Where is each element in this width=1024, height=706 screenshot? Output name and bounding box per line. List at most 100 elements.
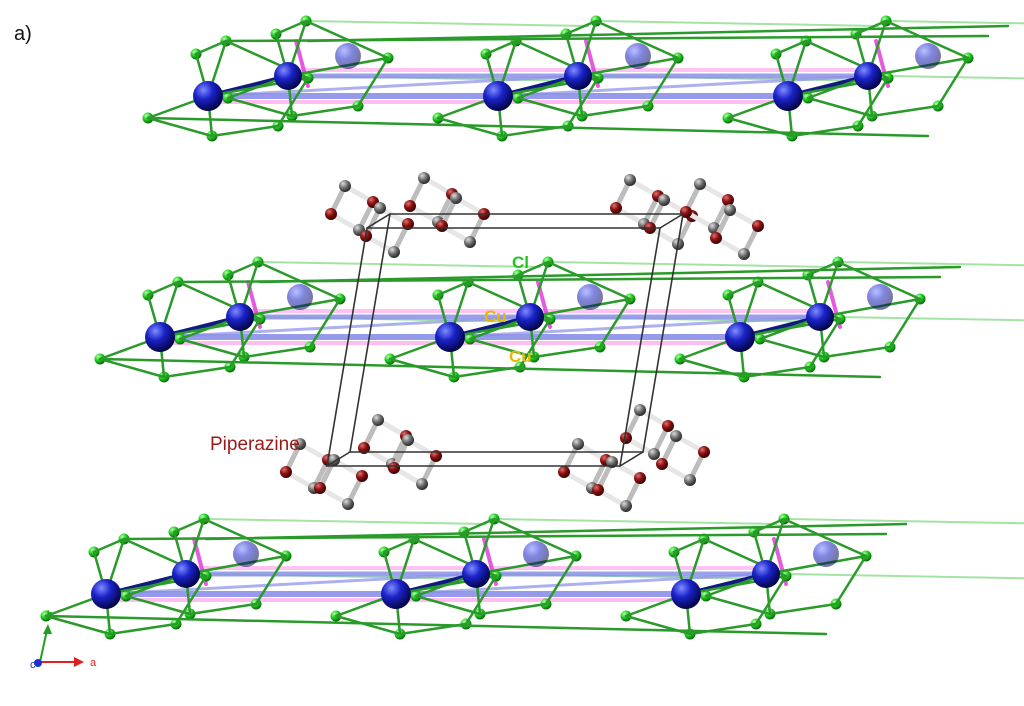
far-cl-bond (205, 518, 487, 525)
cu-cl-bond (768, 602, 838, 616)
cu-cl-bond (242, 345, 312, 359)
cl-cl-rail (146, 116, 930, 138)
cu-cl-bond (752, 517, 786, 534)
cu-atom-far (577, 284, 603, 310)
piperazine-ring-15 (592, 456, 646, 512)
c-atom (372, 414, 384, 426)
cu-cl-bond (806, 260, 840, 277)
cu-atom-far (287, 284, 313, 310)
cl-cl-rail (98, 357, 882, 379)
cu-cl-bond (286, 56, 390, 78)
cu-atom-far (813, 541, 839, 567)
cu-cl-bond (516, 96, 584, 118)
cl-cl-rail (258, 265, 962, 284)
cu-label-upper: Cu (484, 307, 507, 326)
cu-cl-bond (388, 357, 456, 379)
cu-cl-bond (818, 297, 922, 319)
cu-cl-bond (290, 104, 360, 118)
cu-atom-back (226, 303, 254, 331)
copper-atoms (145, 284, 893, 352)
far-cl-bond (597, 20, 879, 27)
cu-cl-bond (936, 56, 970, 108)
c-atom (572, 438, 584, 450)
cu-cl-bond (254, 554, 288, 606)
n-atom (680, 206, 692, 218)
copper-atoms (91, 541, 839, 609)
cu-cl-bond (334, 614, 402, 636)
cu-cl-bond (726, 280, 760, 297)
cu-cl-bond (44, 614, 112, 636)
cu-atom-front (483, 81, 513, 111)
cu-cl-bond (184, 554, 288, 576)
cu-cl-bond (646, 56, 680, 108)
n-atom (610, 202, 622, 214)
c-atom (694, 178, 706, 190)
cu-cl-bond (518, 317, 552, 369)
n-atom (325, 208, 337, 220)
cu-cl-bond (226, 96, 294, 118)
piperazine-ring-17 (656, 430, 710, 486)
cu-cl-bond (580, 104, 650, 118)
c-atom (620, 500, 632, 512)
cu-atom-back (854, 62, 882, 90)
n-atom (436, 220, 448, 232)
unit-cell-edge (366, 213, 391, 229)
axis-c-label: c (30, 659, 36, 671)
piperazine-ring-2 (404, 172, 458, 228)
cu-cl-bond (238, 297, 342, 319)
cu-cl-bond (806, 96, 874, 118)
cu-cl-bond (856, 76, 890, 128)
cu-atom-front (435, 322, 465, 352)
cu-cl-bond (146, 280, 180, 297)
n-atom (356, 470, 368, 482)
panel-label: a) (14, 23, 32, 45)
cu-cl-bond (276, 76, 310, 128)
n-atom (620, 432, 632, 444)
far-cl-bond (887, 75, 1024, 80)
n-atom (358, 442, 370, 454)
cucl-layer-2 (94, 256, 1024, 383)
cu-cu-diagonal (496, 74, 870, 98)
cu-atom-front (193, 81, 223, 111)
cu-cl-bond (188, 602, 258, 616)
axis-a-arrowhead (74, 657, 84, 667)
cu-cl-bond (758, 337, 826, 359)
unit-cell-edge (619, 227, 661, 467)
cu-cl-bond (704, 594, 772, 616)
cl-cl-rail (204, 522, 908, 541)
c-atom (418, 172, 430, 184)
cu-cl-bond (462, 517, 496, 534)
cu-cl-bond (774, 39, 808, 56)
cu-cl-bond (274, 19, 308, 36)
axis-c-marker (34, 659, 42, 667)
axis-a-label: a (90, 657, 97, 669)
cl-label: Cl (512, 253, 529, 272)
unit-cell-edge (326, 451, 351, 467)
cu-atom-back (516, 303, 544, 331)
cu-cl-bond (754, 574, 788, 626)
cu-cl-bond (146, 116, 214, 138)
cu-cl-bond (124, 594, 192, 616)
c-atom (464, 236, 476, 248)
cu-atom-front (91, 579, 121, 609)
cu-cl-bond (532, 345, 602, 359)
far-cl-bond (259, 261, 541, 268)
cu-cl-bond (356, 56, 390, 108)
c-atom (724, 204, 736, 216)
n-atom (722, 194, 734, 206)
cu-cl-bond (308, 297, 342, 349)
cu-cl-bond (172, 517, 206, 534)
cu-label-lower: Cu (509, 347, 532, 366)
n-atom (698, 446, 710, 458)
c-atom (374, 202, 386, 214)
c-atom (648, 448, 660, 460)
cu-cl-bond (576, 56, 680, 78)
far-cl-bond (307, 20, 589, 27)
cu-atom-back (172, 560, 200, 588)
cl-cl-rail (306, 24, 1010, 43)
cu-cl-bond (108, 622, 178, 636)
piperazine-ring-16 (620, 404, 674, 460)
cu-cl-bond (178, 337, 246, 359)
cu-cl-bond (822, 345, 892, 359)
axis-triad: a b c (30, 609, 97, 671)
